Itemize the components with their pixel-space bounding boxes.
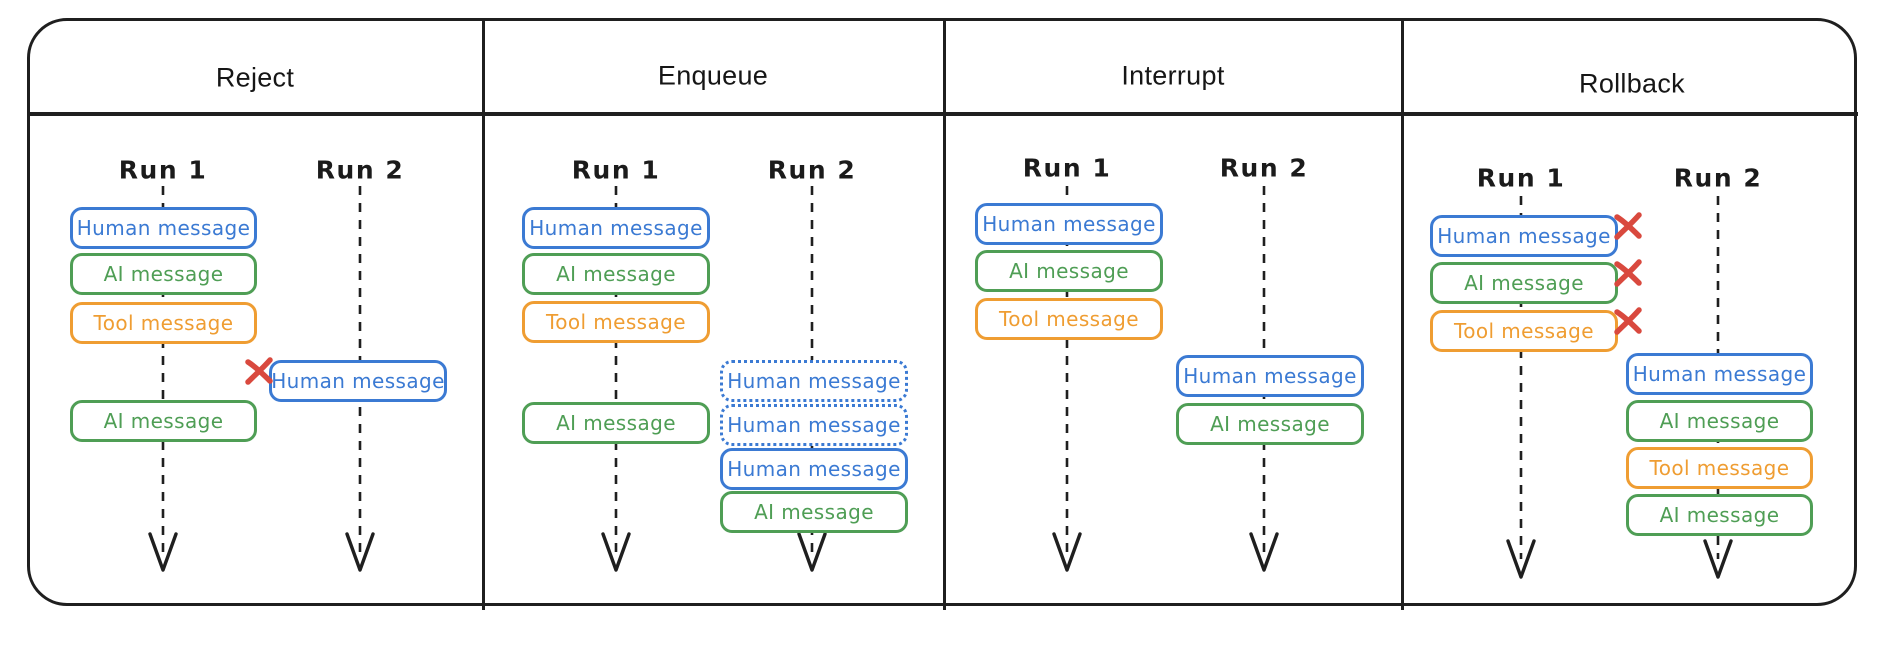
arrow-down-icon [345, 532, 375, 572]
message-box-human: Human message [269, 360, 447, 402]
message-label: Human message [727, 369, 901, 393]
run-label: Run 2 [1673, 163, 1763, 193]
message-box-human: Human message [70, 207, 257, 249]
panel-divider [1400, 19, 1404, 610]
panel-divider [481, 19, 485, 610]
message-label: AI message [1659, 409, 1780, 433]
x-mark-icon [1614, 307, 1642, 335]
message-box-human: Human message [522, 207, 710, 249]
message-box-human: Human message [720, 404, 908, 446]
message-box-human: Human message [1430, 215, 1618, 257]
message-label: Tool message [999, 307, 1139, 331]
message-label: AI message [1659, 503, 1780, 527]
message-box-tool: Tool message [522, 301, 710, 343]
message-label: Tool message [1649, 456, 1790, 480]
diagram-frame [27, 18, 1857, 606]
arrow-down-icon [601, 532, 631, 572]
message-box-human: Human message [720, 448, 908, 490]
run-label: Run 2 [1219, 153, 1309, 183]
message-label: AI message [103, 409, 224, 433]
message-label: Human message [727, 457, 901, 481]
panel-title: Interrupt [1121, 60, 1225, 91]
panel-divider [942, 19, 946, 610]
message-box-ai: AI message [70, 400, 257, 442]
message-box-ai: AI message [1176, 403, 1364, 445]
arrow-down-icon [1249, 532, 1279, 572]
run-label: Run 1 [1022, 153, 1112, 183]
message-label: Human message [982, 212, 1156, 236]
run-label: Run 2 [315, 155, 405, 185]
message-label: AI message [1009, 259, 1129, 283]
message-box-human: Human message [720, 360, 908, 402]
message-box-human: Human message [975, 203, 1163, 245]
message-box-ai: AI message [1626, 494, 1813, 536]
message-label: AI message [1210, 412, 1330, 436]
message-label: Tool message [93, 311, 234, 335]
message-label: Human message [271, 369, 445, 393]
message-box-tool: Tool message [1430, 310, 1618, 352]
run-label: Run 1 [118, 155, 208, 185]
panel-title: Reject [215, 62, 295, 93]
message-label: AI message [754, 500, 874, 524]
message-box-ai: AI message [70, 253, 257, 295]
x-mark-icon [1614, 212, 1642, 240]
message-label: Human message [1183, 364, 1357, 388]
message-label: Human message [727, 413, 901, 437]
message-label: Human message [76, 216, 251, 240]
run-label: Run 1 [1476, 163, 1566, 193]
message-label: Human message [1632, 362, 1807, 386]
message-box-ai: AI message [720, 491, 908, 533]
message-box-ai: AI message [522, 253, 710, 295]
message-box-ai: AI message [522, 402, 710, 444]
run-label: Run 2 [767, 155, 857, 185]
message-label: AI message [103, 262, 224, 286]
run-label: Run 1 [571, 155, 661, 185]
message-label: AI message [556, 411, 676, 435]
message-box-human: Human message [1176, 355, 1364, 397]
panel-title: Rollback [1579, 68, 1685, 99]
message-box-human: Human message [1626, 353, 1813, 395]
arrow-down-icon [1052, 532, 1082, 572]
message-label: AI message [556, 262, 676, 286]
arrow-down-icon [1506, 539, 1536, 579]
panel-title: Enqueue [657, 60, 769, 91]
arrow-down-icon [1703, 539, 1733, 579]
message-label: Tool message [1454, 319, 1594, 343]
message-box-tool: Tool message [1626, 447, 1813, 489]
message-box-ai: AI message [975, 250, 1163, 292]
message-box-tool: Tool message [70, 302, 257, 344]
message-label: AI message [1464, 271, 1584, 295]
message-label: Human message [529, 216, 703, 240]
message-label: Human message [1437, 224, 1611, 248]
message-label: Tool message [546, 310, 686, 334]
arrow-down-icon [797, 532, 827, 572]
x-mark-icon [1614, 259, 1642, 287]
message-box-ai: AI message [1626, 400, 1813, 442]
message-box-ai: AI message [1430, 262, 1618, 304]
message-box-tool: Tool message [975, 298, 1163, 340]
x-mark-icon [245, 357, 273, 385]
arrow-down-icon [148, 532, 178, 572]
